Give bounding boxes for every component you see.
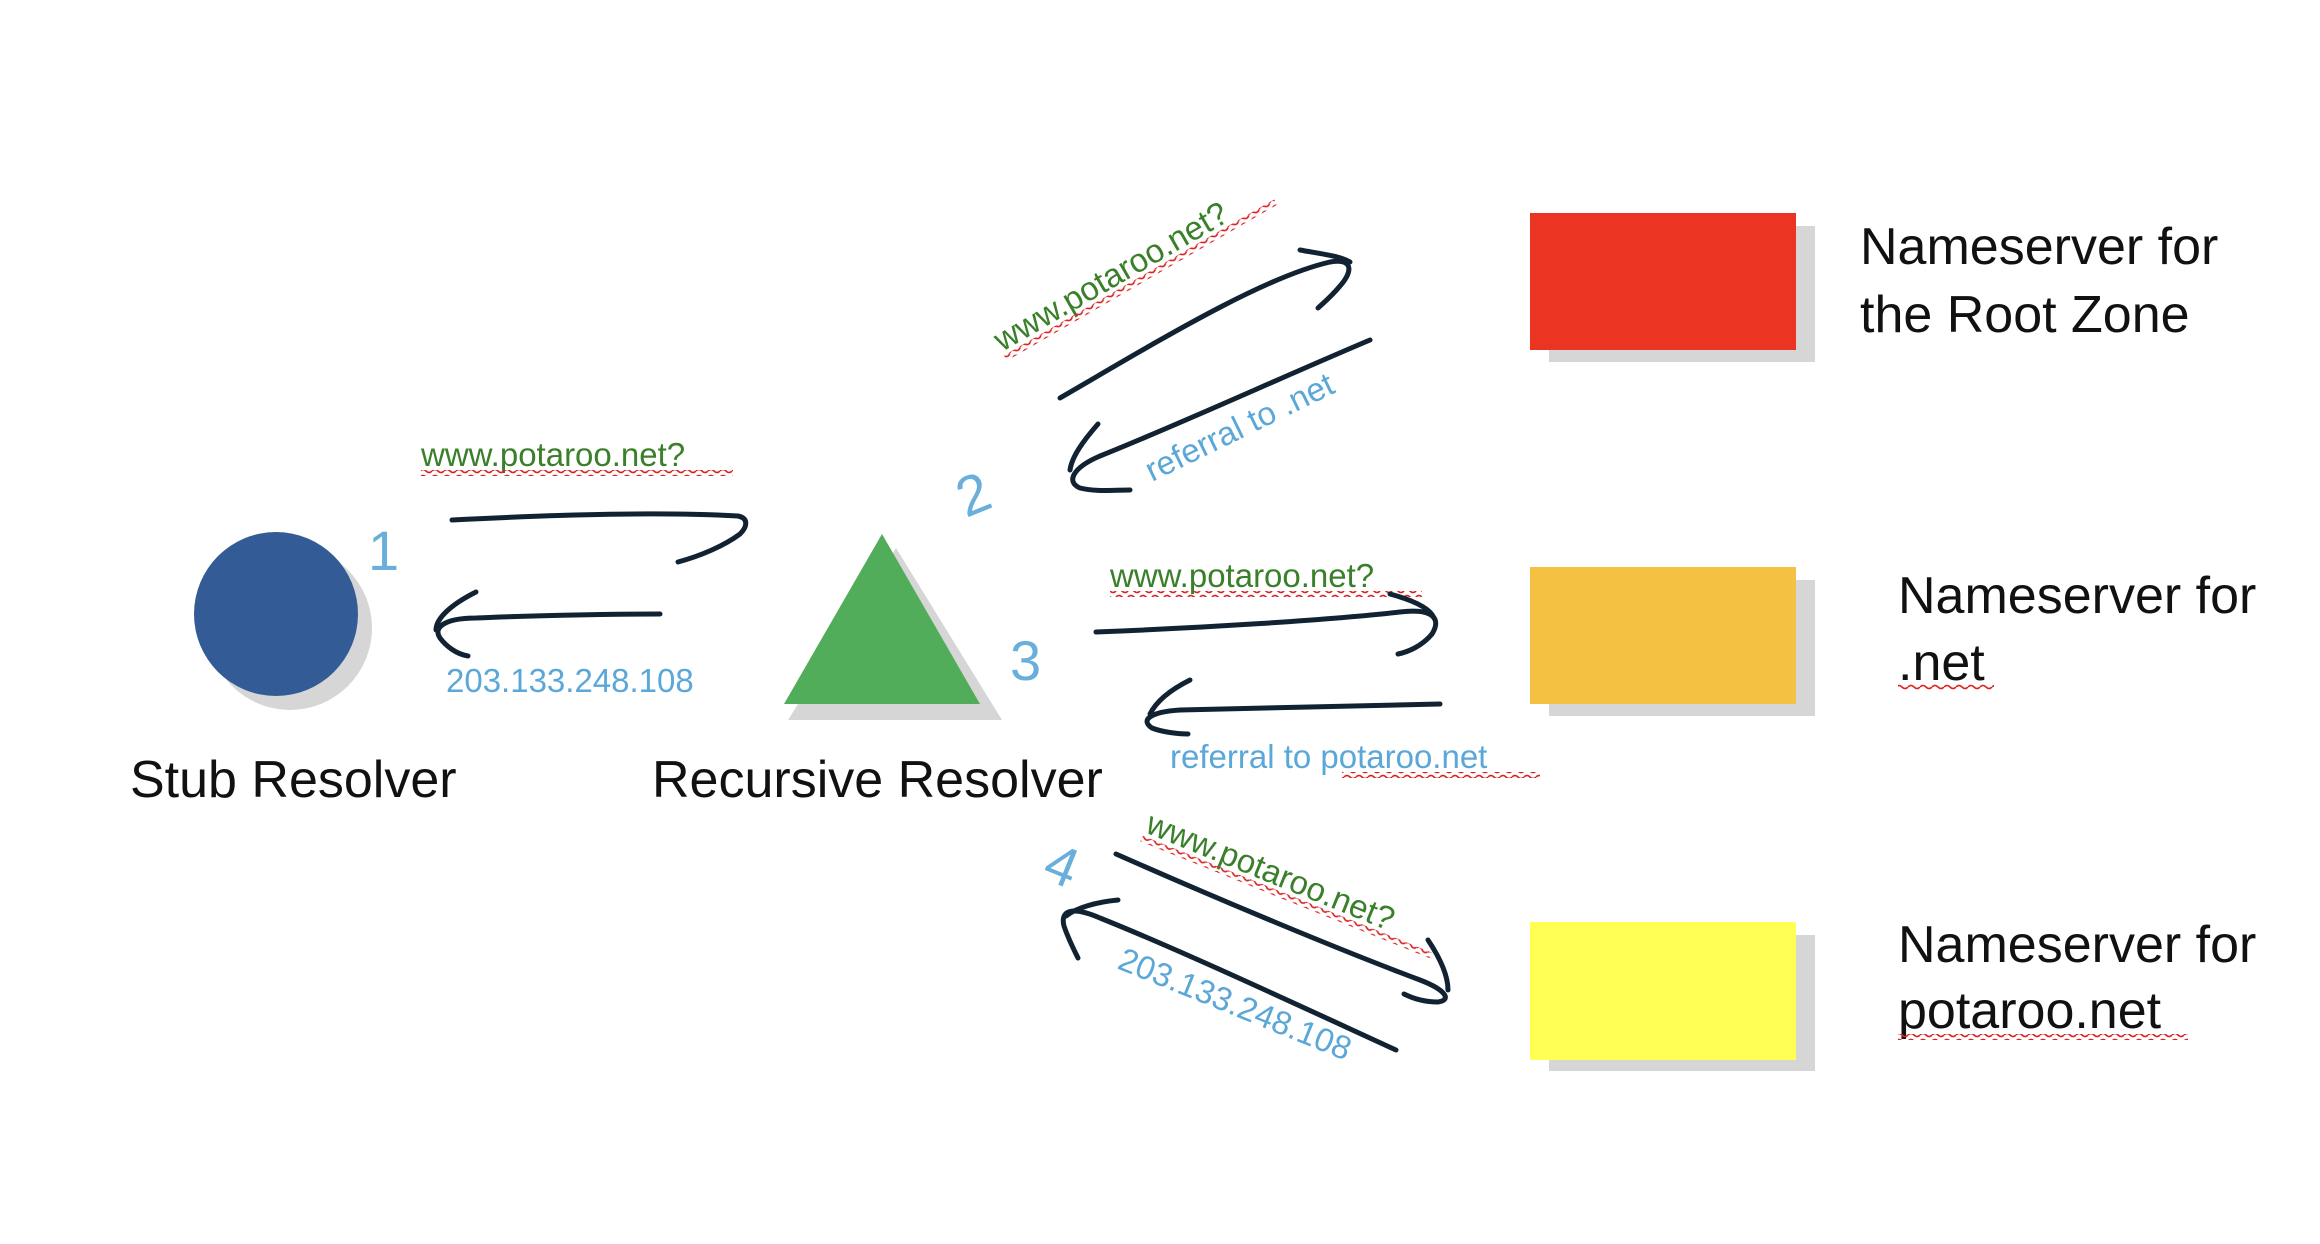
potaroo-spellcheck-squiggle xyxy=(1898,1034,2188,1040)
stub-resolver-circle xyxy=(194,532,358,696)
step-3-query-label: www.potaroo.net? xyxy=(1109,557,1374,594)
net-nameserver-box xyxy=(1530,567,1796,704)
net-nameserver-node: Nameserver for .net xyxy=(1530,567,2256,716)
step-2-query-arrowhead xyxy=(1297,247,1353,265)
step-1-response-label: 203.133.248.108 xyxy=(446,662,694,699)
step-4-response-arrow xyxy=(1060,908,1399,1053)
step-4-query-label: www.potaroo.net? xyxy=(1140,804,1400,938)
step-3-response-arrow xyxy=(1144,701,1443,737)
step-3-query-arrow xyxy=(1093,608,1439,657)
step-1-query-squiggle xyxy=(421,470,733,476)
root-nameserver-label-line1: Nameserver for xyxy=(1860,218,2218,276)
net-spellcheck-squiggle xyxy=(1898,684,1994,690)
step-1-response-arrowhead xyxy=(433,589,479,633)
step-1-query-arrow xyxy=(449,511,749,565)
step-4-response-label: 203.133.248.108 xyxy=(1113,940,1357,1067)
step-4-query-arrow xyxy=(1113,851,1448,1005)
stub-resolver-label: Stub Resolver xyxy=(130,751,457,809)
step-2: 2 www.potaroo.net? referral to .net xyxy=(947,194,1373,529)
step-4-query-arrowhead xyxy=(1425,937,1451,993)
step-1-number: 1 xyxy=(368,519,399,582)
step-2-query-label: www.potaroo.net? xyxy=(986,194,1234,359)
step-4-number: 4 xyxy=(1036,830,1088,900)
stub-resolver-node: Stub Resolver xyxy=(130,532,457,809)
potaroo-nameserver-box xyxy=(1530,922,1796,1060)
potaroo-nameserver-node: Nameserver for potaroo.net xyxy=(1530,916,2256,1071)
step-1: 1 www.potaroo.net? 203.133.248.108 xyxy=(368,436,749,699)
step-2-response-arrowhead xyxy=(1067,421,1101,473)
step-3-query-arrowhead xyxy=(1387,591,1437,621)
step-4-response-arrowhead xyxy=(1063,897,1121,919)
step-2-query-squiggle xyxy=(1004,199,1278,361)
step-1-query-label: www.potaroo.net? xyxy=(420,436,685,473)
net-nameserver-label-line1: Nameserver for xyxy=(1898,567,2256,625)
net-nameserver-label-line2: .net xyxy=(1898,634,1985,692)
step-2-query-arrow xyxy=(1057,258,1352,401)
step-3-query-squiggle xyxy=(1110,591,1422,597)
step-3-number: 3 xyxy=(1010,629,1041,692)
step-4: 4 www.potaroo.net? 203.133.248.108 xyxy=(1036,804,1451,1067)
root-nameserver-label-line2: the Root Zone xyxy=(1860,286,2190,344)
step-3-response-squiggle xyxy=(1342,772,1540,778)
step-2-number: 2 xyxy=(947,459,999,529)
recursive-resolver-label: Recursive Resolver xyxy=(652,751,1103,809)
step-1-response-arrow xyxy=(435,611,663,659)
step-2-response-arrow xyxy=(1070,337,1373,493)
recursive-resolver-triangle xyxy=(784,534,980,704)
potaroo-nameserver-label-line2: potaroo.net xyxy=(1898,982,2162,1040)
step-4-query-squiggle xyxy=(1140,835,1432,959)
root-nameserver-node: Nameserver for the Root Zone xyxy=(1530,213,2218,362)
potaroo-nameserver-label-line1: Nameserver for xyxy=(1898,916,2256,974)
recursive-resolver-node: Recursive Resolver xyxy=(652,534,1103,809)
step-3: 3 www.potaroo.net? referral to potaroo.n… xyxy=(1010,557,1540,778)
root-nameserver-box xyxy=(1530,213,1796,350)
step-3-response-arrowhead xyxy=(1147,677,1193,717)
step-3-response-label: referral to potaroo.net xyxy=(1170,738,1487,775)
